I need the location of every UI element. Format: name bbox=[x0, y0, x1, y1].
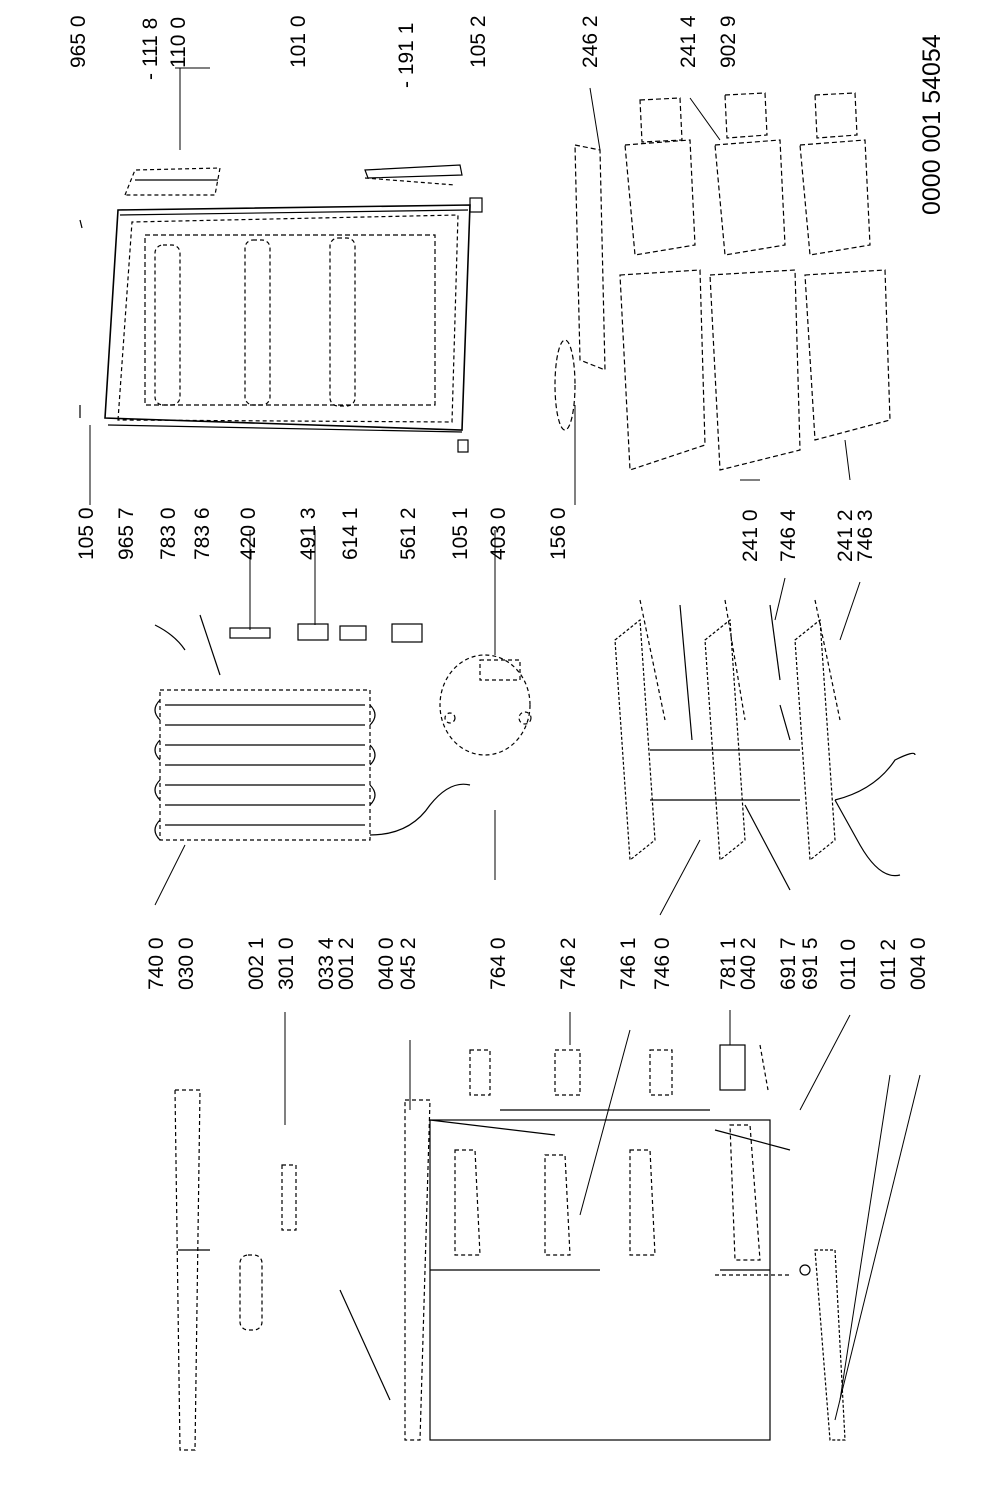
callout-403-0: 403 0 bbox=[487, 507, 510, 560]
callout-105-1: 105 1 bbox=[449, 507, 472, 560]
callout-740-0: 740 0 bbox=[145, 937, 168, 990]
callout-011-0: 011 0 bbox=[837, 939, 860, 990]
shelf-grids bbox=[614, 599, 916, 891]
condenser-coil bbox=[154, 614, 471, 841]
callout-011-2: 011 2 bbox=[877, 939, 900, 990]
callout-614-1: 614 1 bbox=[339, 507, 362, 560]
callout-105-2: 105 2 bbox=[467, 15, 490, 68]
callout-246-2: 246 2 bbox=[579, 15, 602, 68]
door-liner-assembly bbox=[174, 1044, 846, 1451]
callout-241-4: 241 4 bbox=[677, 15, 700, 68]
callout-110-0: 110 0 bbox=[167, 17, 190, 68]
callout-746-3: 746 3 bbox=[854, 509, 877, 562]
callout-902-9: 902 9 bbox=[717, 15, 740, 68]
callout-783-0: 783 0 bbox=[157, 507, 180, 560]
door-frame-assembly bbox=[79, 164, 483, 453]
callout-241-2: 241 2 bbox=[834, 509, 857, 562]
callout-030-0: 030 0 bbox=[175, 937, 198, 990]
callout-420-0: 420 0 bbox=[237, 507, 260, 560]
leader-lines bbox=[89, 67, 921, 1421]
callout-746-4: 746 4 bbox=[777, 509, 800, 562]
callout-040-0: 040 0 bbox=[375, 937, 398, 990]
callout-764-0: 764 0 bbox=[487, 937, 510, 990]
document-number: 0000 001 54054 bbox=[918, 34, 946, 215]
callout-965-7: 965 7 bbox=[115, 507, 138, 560]
callout-001-2: 001 2 bbox=[335, 937, 358, 990]
callout-746-2: 746 2 bbox=[557, 937, 580, 990]
callout-191-1: - 191 1 bbox=[395, 22, 418, 88]
compressor bbox=[439, 654, 532, 756]
callout-241-0: 241 0 bbox=[739, 509, 762, 562]
callout-004-0: 004 0 bbox=[907, 937, 930, 990]
callout-491-3: 491 3 bbox=[297, 507, 320, 560]
callout-561-2: 561 2 bbox=[397, 507, 420, 560]
callout-691-5: 691 5 bbox=[799, 937, 822, 990]
callout-101-0: 101 0 bbox=[287, 15, 310, 68]
callout-040-2: 040 2 bbox=[737, 937, 760, 990]
freezer-baskets bbox=[554, 92, 891, 471]
callout-301-0: 301 0 bbox=[275, 937, 298, 990]
callout-691-7: 691 7 bbox=[777, 937, 800, 990]
callout-045-2: 045 2 bbox=[397, 937, 420, 990]
callout-783-6: 783 6 bbox=[191, 507, 214, 560]
callout-781-1: 781 1 bbox=[717, 937, 740, 990]
callout-746-1: 746 1 bbox=[617, 937, 640, 990]
callout-105-0: 105 0 bbox=[75, 507, 98, 560]
callout-002-1: 002 1 bbox=[245, 937, 268, 990]
callout-746-0: 746 0 bbox=[651, 937, 674, 990]
callout-033-4: 033 4 bbox=[315, 937, 338, 990]
callout-965-0: 965 0 bbox=[67, 15, 90, 68]
callout-111-8: - 111 8 bbox=[139, 17, 162, 80]
callout-156-0: 156 0 bbox=[547, 507, 570, 560]
